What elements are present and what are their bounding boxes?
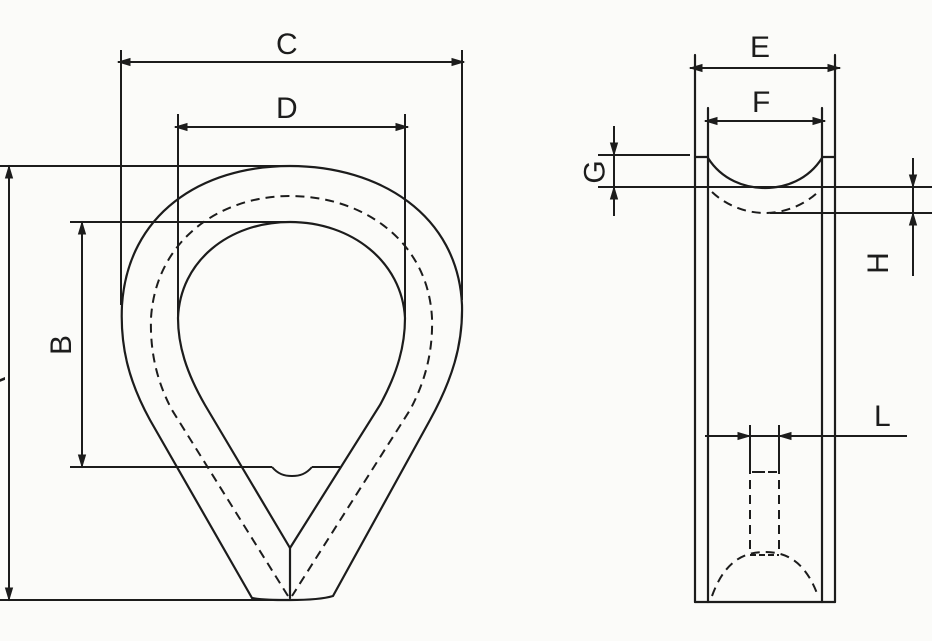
front-view [0, 50, 466, 602]
dimension-label-c: C [276, 28, 298, 61]
dimension-label-d: D [276, 92, 298, 125]
side-view [598, 53, 932, 604]
inner-contour [176, 220, 407, 551]
groove-centerline [149, 194, 434, 597]
dimension-label-h: H [861, 252, 895, 274]
dimension-label-g: G [578, 160, 612, 184]
dimension-label-l: L [874, 400, 891, 433]
dimension-label-e: E [750, 31, 771, 64]
dimension-label-f: F [752, 86, 771, 119]
dimension-label-b: B [45, 334, 79, 356]
outer-contour [120, 164, 464, 602]
